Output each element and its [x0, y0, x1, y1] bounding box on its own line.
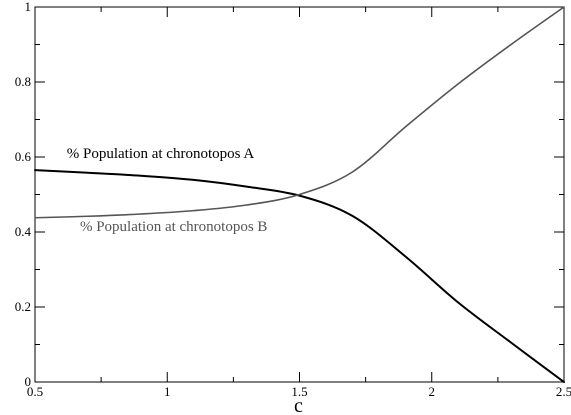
annotation-chronotopos-b: % Population at chronotopos B — [80, 219, 268, 235]
series-annotations: % Population at chronotopos A % Populatio… — [67, 146, 268, 235]
x-tick-label: 1 — [164, 384, 171, 399]
y-tick-label: 0 — [25, 374, 32, 389]
y-tick-label: 1 — [25, 0, 32, 14]
annotation-chronotopos-a: % Population at chronotopos A — [67, 146, 255, 162]
y-tick-label: 0.2 — [15, 299, 31, 314]
series-lines — [34, 6, 565, 383]
x-axis-label: c — [294, 395, 303, 415]
y-tick-label: 0.4 — [15, 224, 32, 239]
x-tick-label: 1.5 — [291, 384, 307, 399]
x-tick-label: 0.5 — [27, 384, 43, 399]
series-line-chronotopos-b — [34, 6, 565, 219]
series-line-chronotopos-a — [34, 169, 565, 383]
x-tick-label: 2.5 — [556, 384, 571, 399]
y-tick-label: 0.8 — [15, 74, 31, 89]
y-tick-label: 0.6 — [15, 149, 32, 164]
x-tick-label: 2 — [429, 384, 436, 399]
axis-ticks: 0.5 1 1.5 2 2.5 0 0.2 0.4 0.6 0.8 1 — [15, 0, 571, 399]
